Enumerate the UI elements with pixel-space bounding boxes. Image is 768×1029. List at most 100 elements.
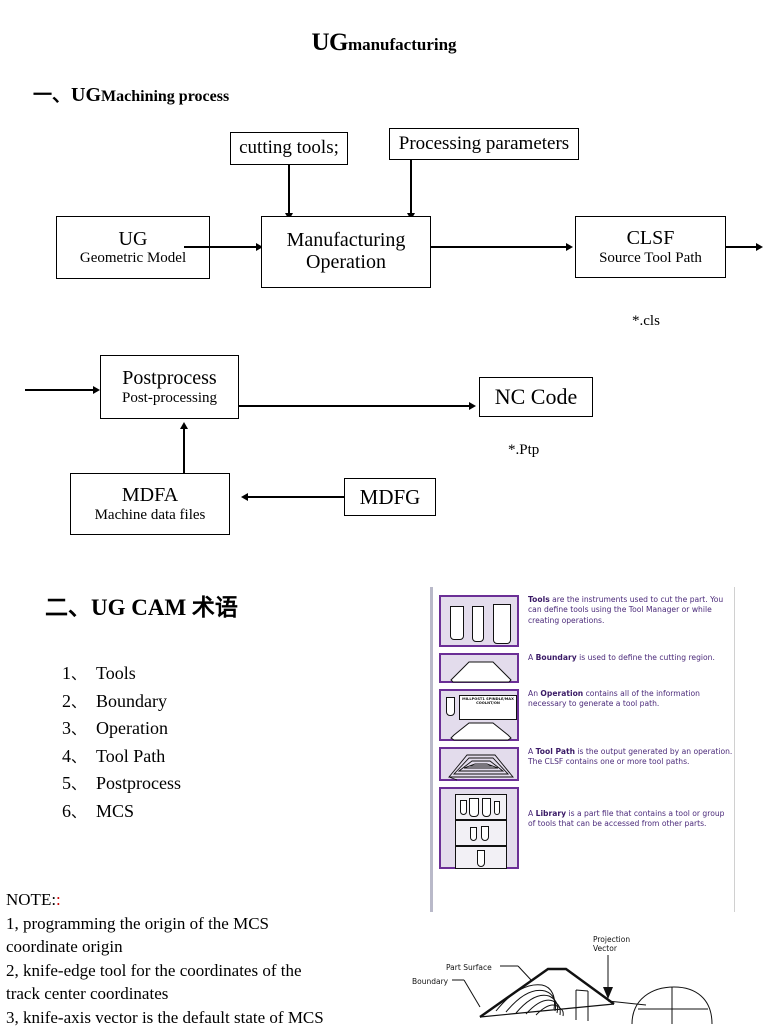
flow-box-mdfa: MDFA Machine data files: [70, 473, 230, 535]
label-ptp: *.Ptp: [508, 442, 539, 459]
note-title-colon: :: [56, 890, 61, 909]
cam-term-library: Library: [536, 809, 566, 818]
connector-processing-parameters-to-operation: [410, 160, 412, 215]
arrowhead-postprocess-to-nccode: [469, 402, 476, 410]
note-title-text: NOTE:: [6, 890, 56, 909]
flow-box-mdfa-subtitle: Machine data files: [95, 507, 206, 523]
tech-drawing-figure: Projection Vector Part Surface Boundary: [400, 925, 768, 1024]
flow-box-mdfg-label: MDFG: [360, 486, 421, 509]
flow-box-processing-parameters-label: Processing parameters: [399, 134, 569, 155]
flow-box-operation-line1: Manufacturing: [287, 230, 406, 252]
cam-lead-boundary: A: [528, 653, 536, 662]
cam-row-tool-path: A Tool Path is the output generated by a…: [439, 747, 733, 781]
flow-box-manufacturing-operation: Manufacturing Operation: [261, 216, 431, 288]
page-title: UGmanufacturing: [0, 30, 768, 55]
list-item-separator: 、: [71, 775, 86, 793]
list-item-number: 6: [62, 801, 71, 821]
tool-path-glyph: [441, 749, 521, 783]
list-item-separator: 、: [71, 693, 86, 711]
tool-path-icon: [439, 747, 519, 781]
flow-box-ug: UG Geometric Model: [56, 216, 210, 279]
list-item-number: 2: [62, 691, 71, 711]
cam-term-operation: Operation: [540, 689, 583, 698]
list-item-label: Tool Path: [96, 746, 165, 766]
section-1-heading: 一、UGMachining process: [33, 85, 229, 105]
connector-clsf-outgoing: [726, 246, 759, 248]
cam-text-operation: An Operation contains all of the informa…: [528, 689, 733, 710]
cam-row-library: A Library is a part file that contains a…: [439, 787, 733, 869]
section-2-number: 二、: [45, 595, 91, 621]
connector-operation-to-clsf: [431, 246, 568, 248]
label-cls: *.cls: [632, 313, 660, 330]
list-item: 2、Boundary: [62, 688, 181, 716]
list-item-number: 3: [62, 718, 71, 738]
tech-drawing-glyph: [400, 925, 768, 1024]
library-shelf: [455, 846, 507, 869]
flow-box-nc-code: NC Code: [479, 377, 593, 417]
cam-term-list: 1、Tools 2、Boundary 3、Operation 4、Tool Pa…: [62, 660, 181, 825]
flow-box-clsf: CLSF Source Tool Path: [575, 216, 726, 278]
operation-icon: MILLPOST1 SPINDLE/MAX COOLNT/ON: [439, 689, 519, 741]
cam-body-boundary: is used to define the cutting region.: [577, 653, 715, 662]
boundary-icon: [439, 653, 519, 683]
flow-box-ug-subtitle: Geometric Model: [80, 250, 186, 266]
note-block: NOTE:: 1, programming the origin of the …: [6, 888, 406, 1029]
list-item-number: 5: [62, 773, 71, 793]
connector-cutting-tools-to-operation: [288, 165, 290, 215]
connector-mdfa-to-postprocess: [183, 428, 185, 473]
page-title-sub: manufacturing: [348, 35, 457, 54]
arrowhead-clsf-outgoing: [756, 243, 763, 251]
flow-box-nc-code-label: NC Code: [495, 385, 578, 409]
flow-box-mdfa-title: MDFA: [122, 485, 178, 507]
list-item-separator: 、: [71, 665, 86, 683]
flow-box-operation-line2: Operation: [306, 252, 386, 274]
flow-box-cutting-tools: cutting tools;: [230, 132, 348, 165]
flow-box-postprocess: Postprocess Post-processing: [100, 355, 239, 419]
list-item: 6、 MCS: [62, 798, 181, 826]
cam-row-tools: Tools are the instruments used to cut th…: [439, 595, 733, 647]
list-item: 4、Tool Path: [62, 743, 181, 771]
flow-box-processing-parameters: Processing parameters: [389, 128, 579, 160]
list-item-label: MCS: [96, 801, 134, 821]
section-2-heading: 二、UG CAM 术语: [45, 596, 238, 620]
operation-mini-label: MILLPOST1 SPINDLE/MAX COOLNT/ON: [459, 695, 517, 720]
section-1-heading-sub: Machining process: [101, 88, 229, 105]
list-item: 3、Operation: [62, 715, 181, 743]
cam-text-library: A Library is a part file that contains a…: [528, 809, 733, 830]
connector-ug-to-operation: [184, 246, 258, 248]
list-item-label: Postprocess: [96, 773, 181, 793]
section-1-number: 一、: [33, 84, 71, 106]
connector-postprocess-to-nccode: [239, 405, 471, 407]
arrowhead-mdfa-to-postprocess: [180, 422, 188, 429]
flow-box-mdfg: MDFG: [344, 478, 436, 516]
cam-lead-library: A: [528, 809, 536, 818]
arrowhead-incoming-to-postprocess: [93, 386, 100, 394]
list-item: 5、 Postprocess: [62, 770, 181, 798]
list-item-number: 4: [62, 746, 71, 766]
flow-box-postprocess-title: Postprocess: [122, 368, 216, 390]
flow-box-ug-title: UG: [119, 229, 148, 251]
cam-lead-tool-path: A: [528, 747, 536, 756]
flow-box-clsf-title: CLSF: [627, 228, 675, 250]
list-item-label: Tools: [96, 663, 136, 683]
list-item-label: Operation: [96, 718, 168, 738]
connector-incoming-to-postprocess: [25, 389, 95, 391]
operation-boundary-glyph: [441, 718, 521, 742]
list-item-separator: 、: [71, 803, 86, 821]
section-2-heading-label: UG CAM 术语: [91, 595, 238, 620]
note-line: track center coordinates: [6, 982, 406, 1006]
list-item-number: 1: [62, 663, 71, 683]
section-1-heading-main: UG: [71, 84, 101, 106]
cam-term-boundary: Boundary: [536, 653, 577, 662]
note-line: coordinate origin: [6, 935, 406, 959]
arrowhead-mdfg-to-mdfa: [241, 493, 248, 501]
cam-text-boundary: A Boundary is used to define the cutting…: [528, 653, 733, 663]
note-title: NOTE::: [6, 888, 406, 912]
note-line: 3, knife-axis vector is the default stat…: [6, 1006, 406, 1029]
cam-text-tools: Tools are the instruments used to cut th…: [528, 595, 733, 626]
cam-lead-operation: An: [528, 689, 540, 698]
cam-body-tools: are the instruments used to cut the part…: [528, 595, 723, 625]
connector-mdfg-to-mdfa: [248, 496, 344, 498]
flow-box-postprocess-subtitle: Post-processing: [122, 390, 217, 406]
